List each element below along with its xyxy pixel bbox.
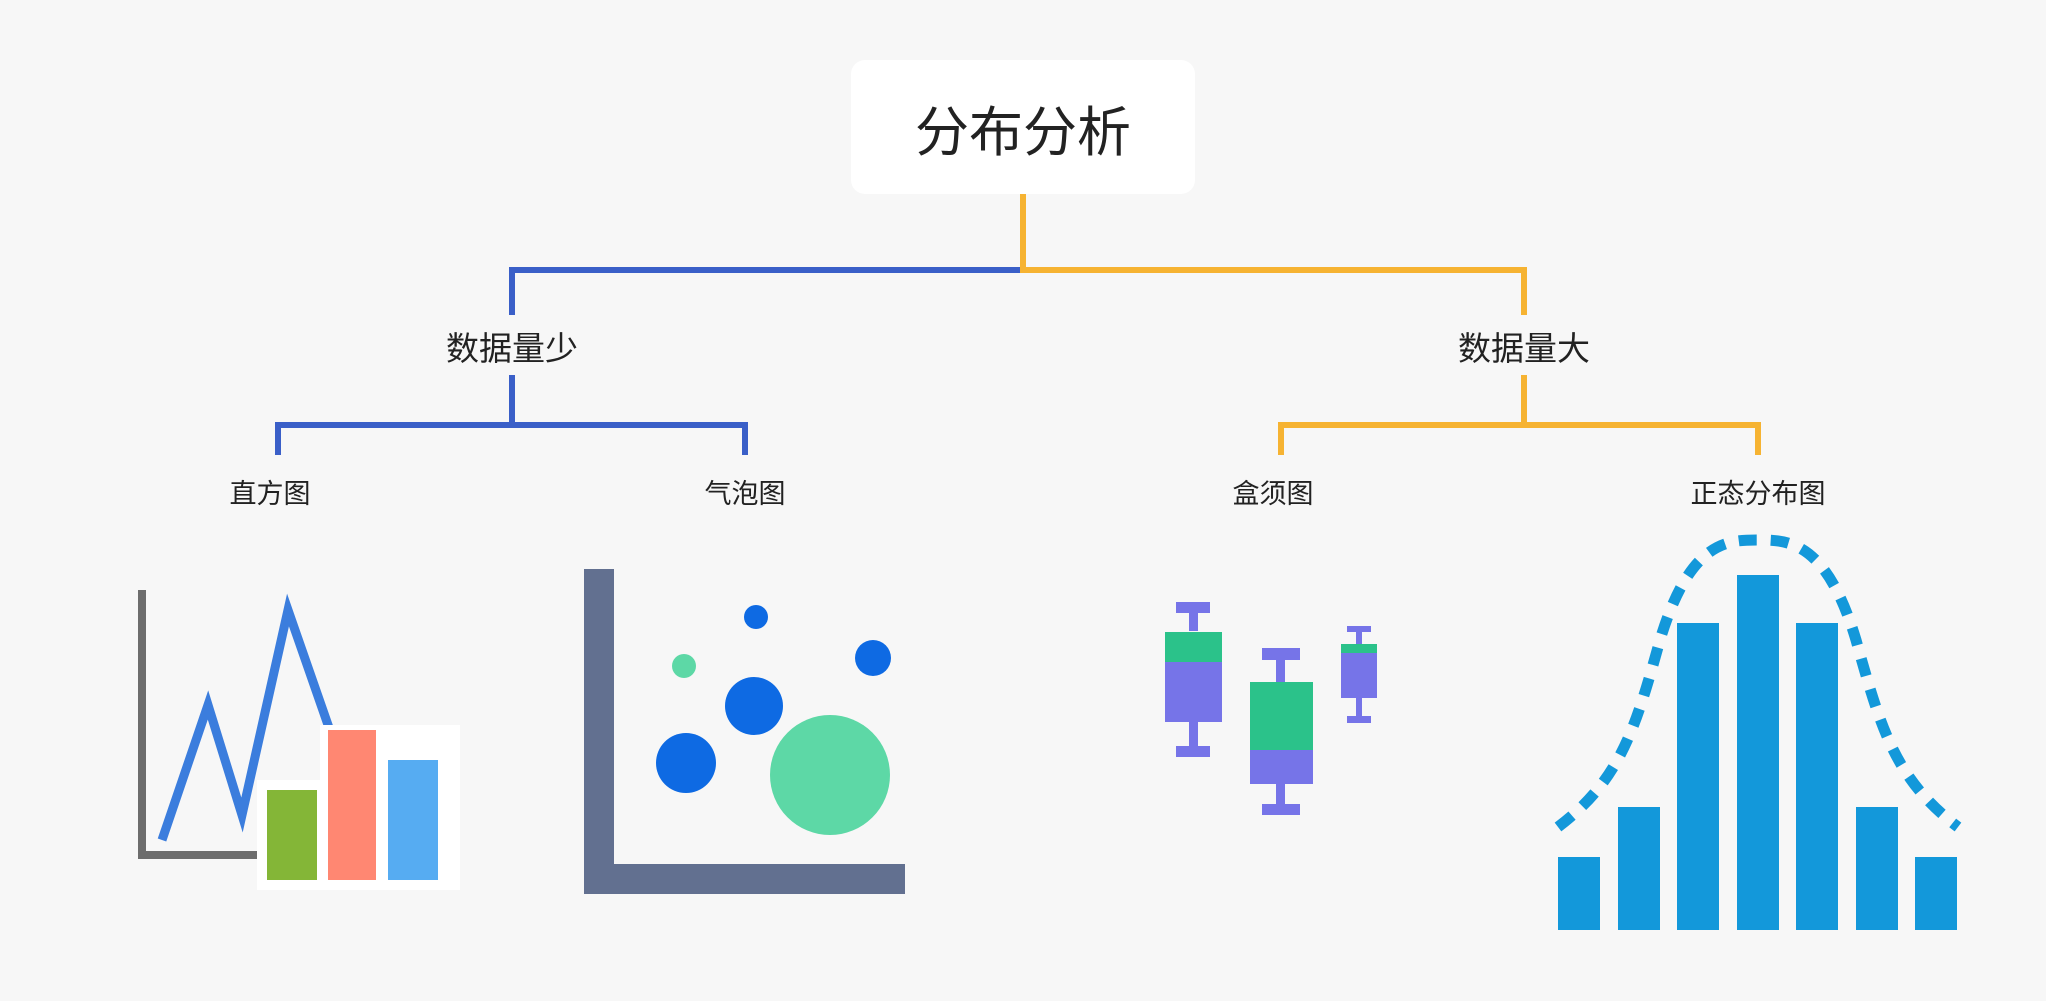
- bubble-chart-icon: [584, 569, 905, 894]
- box-plot-icon: [1165, 602, 1377, 815]
- connector-right-to-children: [1278, 375, 1761, 455]
- leaf-label-box-plot: 盒须图: [1232, 479, 1314, 510]
- root-node: 分布分析: [851, 60, 1195, 194]
- histogram-icon: [138, 590, 460, 890]
- root-label: 分布分析: [915, 100, 1131, 164]
- connector-root-to-left: [509, 267, 1023, 315]
- connector-left-to-children: [275, 375, 748, 455]
- normal-distribution-icon: [1554, 534, 1962, 930]
- leaf-label-normal-distribution: 正态分布图: [1690, 479, 1826, 510]
- leaf-label-histogram: 直方图: [229, 479, 311, 510]
- leaf-label-bubble-chart: 气泡图: [704, 479, 786, 510]
- connector-root-to-right: [1020, 194, 1527, 315]
- branch-label-small-data: 数据量少: [446, 329, 578, 368]
- branch-label-large-data: 数据量大: [1458, 329, 1590, 368]
